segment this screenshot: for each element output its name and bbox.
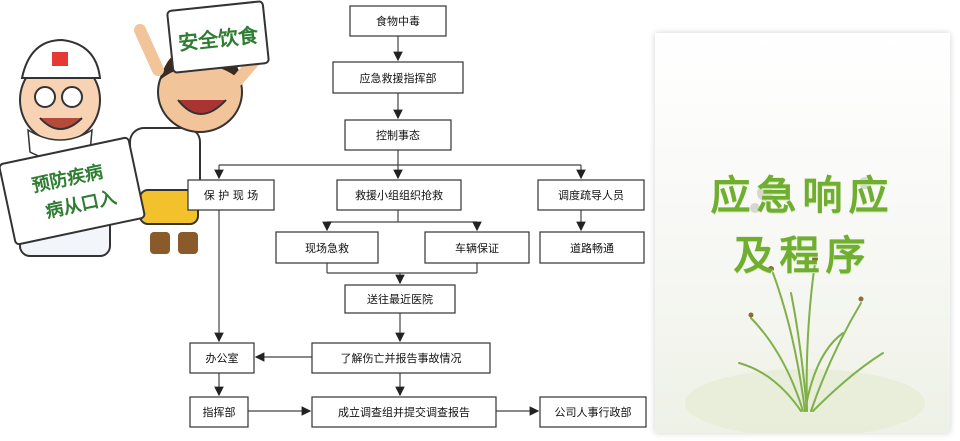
cartoon-illustration: 安全饮食 预防疾病 病从口入 [0, 0, 270, 257]
panel-title-line1: 应急响应 [710, 173, 895, 219]
node-hq-label: 指挥部 [203, 405, 236, 419]
node-command-dept [332, 61, 464, 94]
node-vehicle [424, 231, 530, 264]
node-hospital [344, 284, 456, 314]
node-hospital-label: 送往最近医院 [367, 292, 433, 306]
node-office [189, 342, 255, 374]
node-office-label: 办公室 [206, 351, 239, 365]
panel-title-line2: 及程序 [733, 233, 872, 279]
node-protect-scene-label: 保 护 现 场 [204, 188, 259, 202]
node-vehicle-label: 车辆保证 [455, 241, 499, 255]
node-hq [189, 396, 249, 428]
node-rescue-team [336, 179, 462, 211]
node-control [344, 119, 452, 151]
sign-prevent: 预防疾病 病从口入 [0, 136, 146, 246]
node-investigation-label: 成立调查组并提交调查报告 [338, 405, 470, 419]
node-first-aid [275, 231, 379, 264]
node-first-aid-label: 现场急救 [305, 241, 349, 255]
grass-illustration [685, 177, 925, 433]
node-control-label: 控制事态 [376, 128, 420, 142]
title-panel: 应急响应 及程序 [655, 33, 950, 433]
node-food-poisoning [349, 5, 447, 37]
sign-safety: 安全饮食 [166, 0, 270, 74]
node-road [539, 231, 645, 264]
node-investigation [311, 396, 497, 428]
node-evacuate [537, 179, 645, 211]
node-protect-scene [187, 179, 275, 211]
node-hr-dept [539, 396, 647, 428]
node-evacuate-label: 调度疏导人员 [558, 188, 624, 202]
node-command-dept-label: 应急救援指挥部 [360, 71, 437, 85]
flowchart: 食物中毒 应急救援指挥部 控制事态 保 护 现 场 救援小组组织抢救 调度疏导人… [187, 5, 647, 428]
node-road-label: 道路畅通 [570, 241, 614, 255]
node-food-poisoning-label: 食物中毒 [376, 14, 420, 28]
node-casualties [311, 342, 491, 374]
node-hr-dept-label: 公司人事行政部 [555, 405, 632, 419]
node-casualties-label: 了解伤亡并报告事故情况 [341, 351, 462, 365]
node-rescue-team-label: 救援小组组织抢救 [355, 188, 443, 202]
